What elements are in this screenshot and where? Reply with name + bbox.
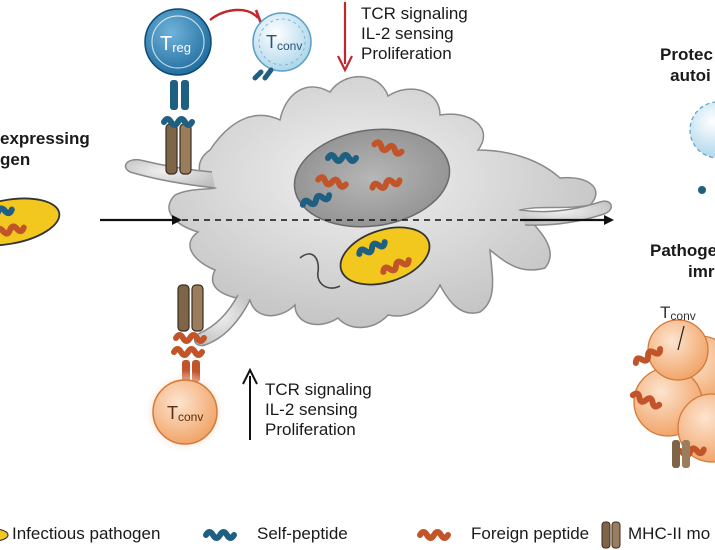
svg-text:Treg: Treg (160, 33, 191, 55)
legend-pathogen-icon (0, 528, 9, 542)
svg-text:Tconv: Tconv (167, 403, 203, 424)
mhc-bottom (176, 284, 204, 341)
legend-foreign-peptide-label: Foreign peptide (471, 524, 590, 543)
treg-sub: reg (172, 40, 191, 55)
suppression-arrow (209, 8, 259, 21)
tconv-bottom-main: T (167, 403, 178, 423)
top-annotation-line2: IL-2 sensing (361, 24, 454, 43)
tconv-right-sub: conv (670, 309, 695, 323)
right-tconv-label: Tconv (660, 303, 696, 323)
top-annotation-line3: Proliferation (361, 44, 452, 63)
right-mid-label: Pathoge imr (650, 240, 715, 282)
treg-cell: Treg (144, 8, 212, 76)
bottom-annotation-line2: IL-2 sensing (265, 400, 358, 419)
right-resting-cell (689, 101, 715, 194)
left-label-line1: expressing (0, 129, 90, 148)
legend-mhc-label: MHC-II mo (628, 524, 711, 543)
bottom-annotation-line3: Proliferation (265, 420, 356, 439)
top-annotation: TCR signaling IL-2 sensing Proliferation (361, 4, 468, 64)
legend-self-peptide-icon (206, 532, 234, 538)
right-mid-line1: Pathoge (650, 241, 715, 260)
legend (0, 521, 621, 549)
tconv-top-main: T (266, 32, 277, 52)
top-annotation-line1: TCR signaling (361, 4, 468, 23)
right-mid-line2: imr (688, 262, 715, 281)
right-top-line1: Protec (660, 45, 713, 64)
internalized-pathogen (339, 226, 431, 286)
tconv-bottom-cell: Tconv (143, 370, 227, 454)
tconv-top-sub: conv (277, 39, 302, 53)
bottom-annotation-line1: TCR signaling (265, 380, 372, 399)
svg-text:Tconv: Tconv (266, 32, 302, 53)
left-label: expressing gen (0, 128, 90, 170)
right-top-line2: autoi (670, 66, 711, 85)
left-label-line2: gen (0, 150, 31, 169)
tconv-bottom-sub: conv (178, 410, 203, 424)
right-expanded-cells (632, 319, 715, 468)
pathogen-left (0, 197, 61, 247)
tconv-top-cell: Tconv (252, 12, 312, 81)
legend-self-peptide-label: Self-peptide (257, 524, 348, 543)
tconv-right-main: T (660, 303, 670, 322)
treg-main: T (160, 33, 172, 55)
legend-foreign-peptide-icon (420, 532, 448, 538)
legend-pathogen-label: Infectious pathogen (12, 524, 161, 543)
mhc-top (164, 119, 192, 175)
legend-mhc-icon (601, 521, 621, 549)
bottom-annotation: TCR signaling IL-2 sensing Proliferation (265, 380, 372, 440)
tcr-top (170, 80, 189, 110)
right-top-label: Protec autoi (660, 44, 713, 86)
